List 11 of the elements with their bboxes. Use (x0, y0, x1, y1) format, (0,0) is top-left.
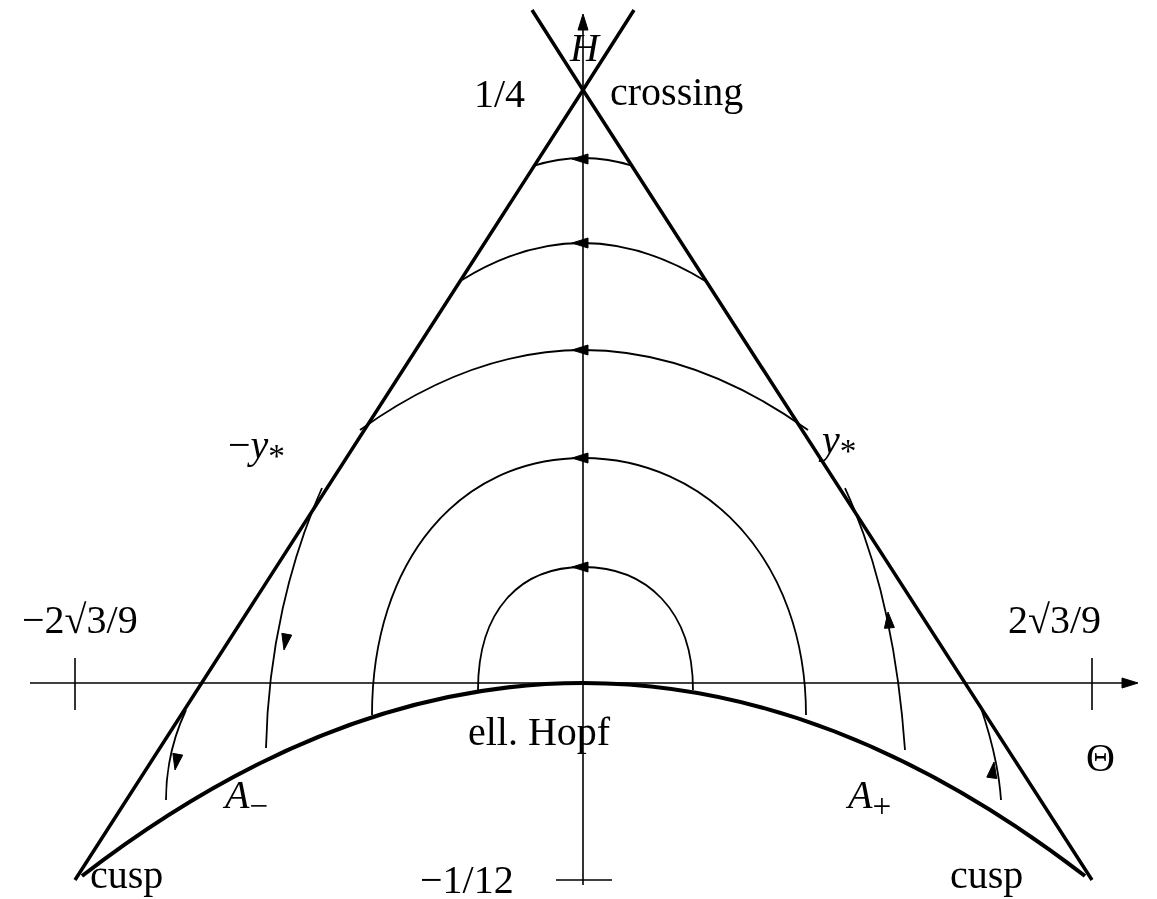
tick-label: −1/12 (420, 860, 514, 899)
tick-label: 1/4 (474, 74, 526, 114)
point-label: cusp (950, 855, 1024, 895)
curve-label: A$_{+}$ (848, 775, 892, 823)
point-label: crossing (610, 72, 744, 112)
tick-label: −2√3/9 (22, 600, 138, 640)
point-label: −y$_{*}$ (228, 425, 285, 473)
tick-label: 2√3/9 (1008, 600, 1102, 640)
point-label: cusp (90, 855, 164, 895)
curve-label: A$_{−}$ (225, 775, 269, 823)
axis-label: Θ (1086, 738, 1115, 778)
